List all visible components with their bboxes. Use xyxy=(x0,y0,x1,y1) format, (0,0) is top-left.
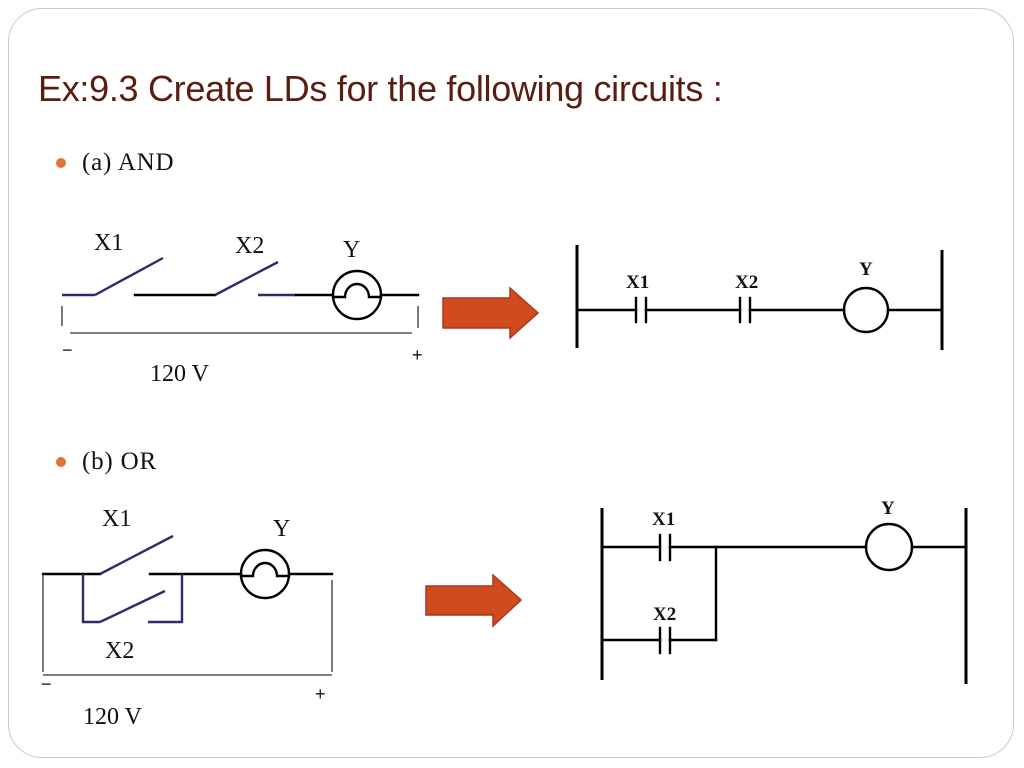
or-circuit: X1 Y X2 − + 120 V xyxy=(41,506,334,730)
or-minus-label: − xyxy=(41,674,52,694)
and-right-arrow-icon xyxy=(442,286,540,340)
and-lamp-filament xyxy=(331,282,383,299)
bullet-dot-icon xyxy=(56,457,66,467)
and-coil-icon xyxy=(842,286,890,334)
and-plus-label: + xyxy=(412,345,423,365)
or-switch-x2-blade xyxy=(99,589,166,624)
bullet-or: (b) OR xyxy=(56,447,157,477)
or-ladder: X1 X2 Y xyxy=(600,498,968,684)
and-switch-x1-label: X1 xyxy=(94,230,123,256)
and-contact-x2-label: X2 xyxy=(735,272,758,293)
or-coil-label: Y xyxy=(881,498,895,519)
bullet-and: (a) AND xyxy=(56,148,174,178)
and-coil-label: Y xyxy=(859,259,873,280)
and-contact-x1-label: X1 xyxy=(626,272,649,293)
or-branch-wire-out xyxy=(148,574,184,624)
slide-frame xyxy=(8,8,1014,758)
or-branch-wire-in xyxy=(81,574,100,624)
or-contact-x2-label: X2 xyxy=(653,604,676,625)
and-circuit: X1 X2 Y − + 120 V xyxy=(61,230,423,387)
or-right-arrow-icon xyxy=(425,573,523,628)
or-switch-x1-blade xyxy=(99,534,174,576)
slide-title: Ex:9.3 Create LDs for the following circ… xyxy=(38,68,723,109)
or-switch-x2-label: X2 xyxy=(105,638,134,664)
bullet-dot-icon xyxy=(56,158,66,168)
and-voltage-label: 120 V xyxy=(150,361,210,387)
or-lamp-icon xyxy=(239,548,291,600)
and-switch-x2-blade xyxy=(214,260,279,297)
or-coil-icon xyxy=(864,522,914,572)
or-switch-x1-label: X1 xyxy=(102,506,131,532)
and-switch-x1-blade xyxy=(94,256,164,297)
or-contact-x1-label: X1 xyxy=(652,509,675,530)
or-plus-label: + xyxy=(315,684,326,704)
or-lamp-label: Y xyxy=(273,516,290,542)
and-minus-label: − xyxy=(62,340,73,360)
or-lamp-filament xyxy=(239,561,291,578)
and-ladder: X1 X2 Y xyxy=(575,245,944,350)
bullet-or-text: (b) OR xyxy=(82,448,157,475)
and-lamp-label: Y xyxy=(343,237,360,263)
bullet-and-text: (a) AND xyxy=(82,149,175,176)
and-lamp-icon xyxy=(331,269,383,321)
and-switch-x2-label: X2 xyxy=(235,233,264,259)
or-voltage-label: 120 V xyxy=(83,704,143,730)
